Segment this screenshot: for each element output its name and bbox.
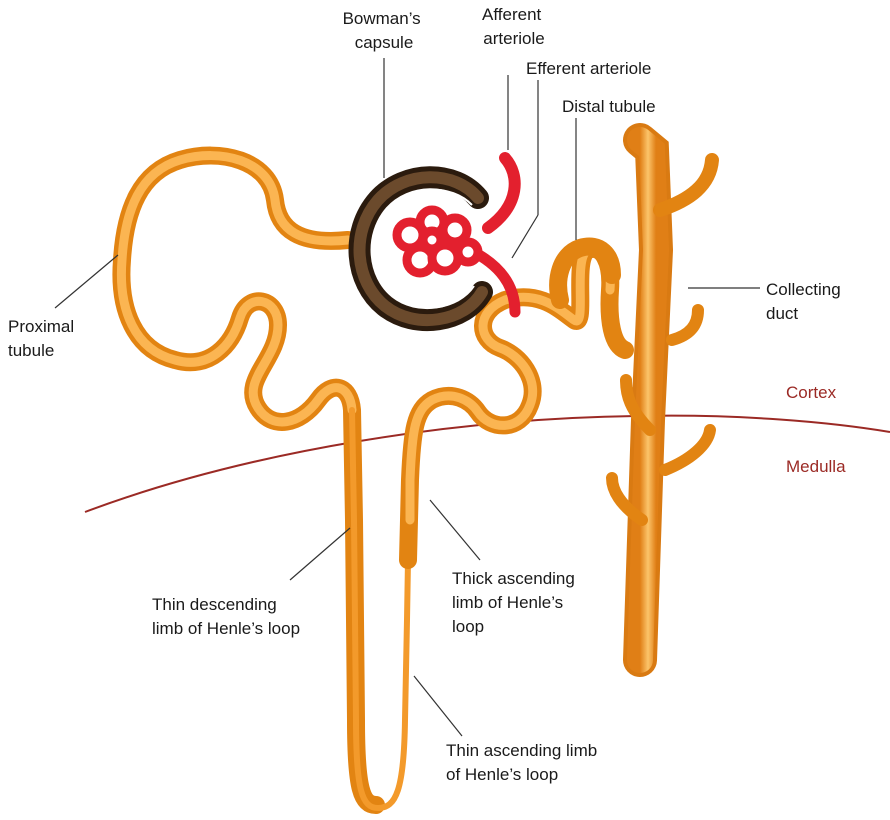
thick-ascending-line-2: limb of Henle’s [452,593,563,612]
collecting-duct-label: Collecting duct [766,280,845,323]
thin-ascending-line-1: Thin ascending limb [446,741,597,760]
cortex-label: Cortex [786,383,837,402]
distal-tubule-label: Distal tubule [562,97,656,116]
proximal-tubule-line-1: Proximal [8,317,74,336]
collecting-duct-line-2: duct [766,304,798,323]
proximal-tubule-line-2: tubule [8,341,54,360]
proximal-tubule [121,156,376,805]
thick-ascending-line-3: loop [452,617,484,636]
medulla-label: Medulla [786,457,846,476]
bowmans-capsule-line-2: capsule [355,33,414,52]
thick-ascending-line-1: Thick ascending [452,569,575,588]
afferent-arteriole-line-2: arteriole [483,29,544,48]
bowmans-capsule-line-1: Bowman’s [343,9,421,28]
proximal-tubule-label: Proximal tubule [8,317,79,360]
afferent-arteriole-label: Afferent arteriole [482,5,546,48]
afferent-arteriole-line-1: Afferent [482,5,542,24]
thick-ascending-limb-label: Thick ascending limb of Henle’s loop [452,569,580,636]
thin-descending-line-2: limb of Henle’s loop [152,619,300,638]
thin-ascending-limb-label: Thin ascending limb of Henle’s loop [446,741,602,784]
efferent-arteriole-label: Efferent arteriole [526,59,651,78]
thin-ascending-line-2: of Henle’s loop [446,765,558,784]
thin-descending-limb-label: Thin descending limb of Henle’s loop [152,595,300,638]
collecting-duct [612,140,712,660]
thin-descending-line-1: Thin descending [152,595,277,614]
afferent-arteriole [488,158,515,228]
bowmans-capsule-label: Bowman’s capsule [343,9,426,52]
collecting-duct-line-1: Collecting [766,280,841,299]
